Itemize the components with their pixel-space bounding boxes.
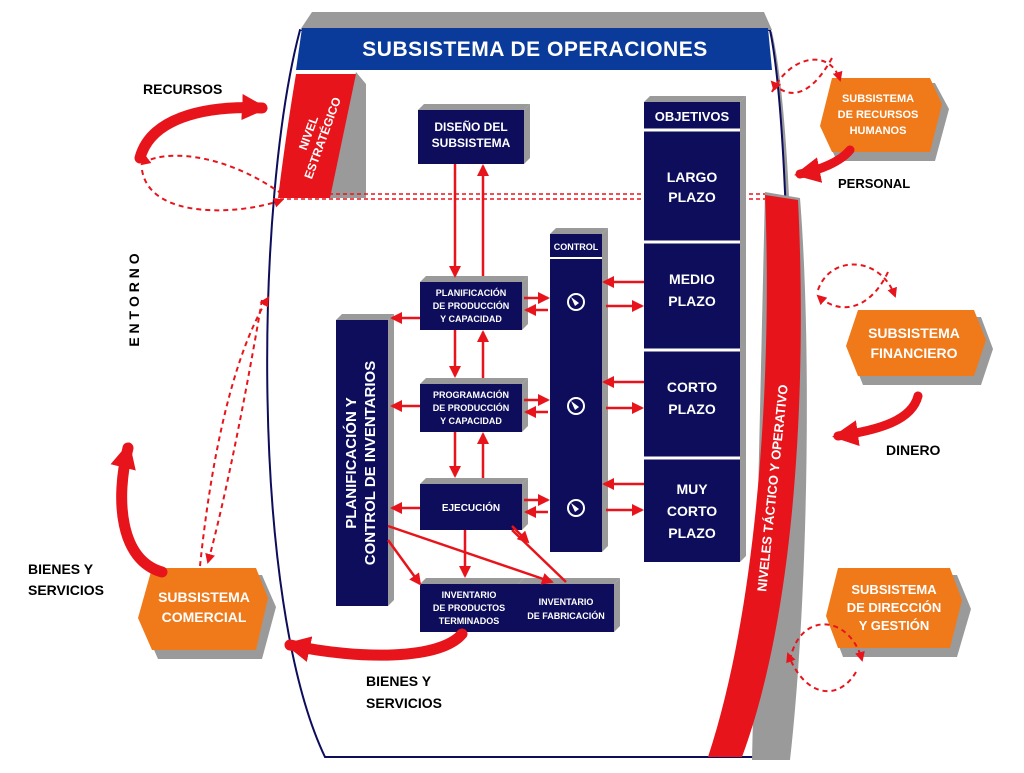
- planificacion-line-2: DE PRODUCCIÓN: [433, 300, 510, 311]
- bienes-left-line-1: BIENES Y: [28, 561, 94, 577]
- box-financiero: SUBSISTEMA FINANCIERO: [846, 310, 993, 385]
- inventory-planning-column: PLANIFICACIÓN Y CONTROL DE INVENTARIOS: [336, 314, 394, 606]
- inventarios-line-1: PLANIFICACIÓN Y: [342, 397, 360, 528]
- rrhh-line-1: SUBSISTEMA: [842, 93, 914, 105]
- dinero-label: DINERO: [886, 442, 941, 458]
- strategic-separator: [280, 193, 765, 200]
- inv-fabricacion-line-2: DE FABRICACIÓN: [527, 610, 605, 621]
- financiero-line-2: FINANCIERO: [870, 345, 957, 361]
- gauge-icon: [567, 499, 585, 517]
- programacion-line-2: DE PRODUCCIÓN: [433, 402, 510, 413]
- comercial-line-2: COMERCIAL: [162, 609, 247, 625]
- control-label: CONTROL: [554, 242, 599, 252]
- bienes-bottom-line-2: SERVICIOS: [366, 695, 442, 711]
- block-diseno: DISEÑO DEL SUBSISTEMA: [418, 104, 530, 164]
- control-column: CONTROL: [550, 228, 608, 552]
- strategic-level-band: NIVEL ESTRATÉGICO: [278, 72, 366, 198]
- financiero-line-1: SUBSISTEMA: [868, 325, 960, 341]
- page-title: SUBSISTEMA DE OPERACIONES: [362, 38, 707, 61]
- largo-line-1: LARGO: [667, 169, 718, 185]
- ejecucion-label: EJECUCIÓN: [442, 501, 500, 514]
- dashed-exchange-arrows: [140, 57, 897, 693]
- inventarios-line-2: CONTROL DE INVENTARIOS: [362, 361, 379, 565]
- diseno-line-1: DISEÑO DEL: [434, 119, 507, 134]
- gauge-icon: [567, 397, 585, 415]
- muy-corto-line-1: MUY: [676, 481, 708, 497]
- box-recursos-humanos: SUBSISTEMA DE RECURSOS HUMANOS: [820, 78, 949, 161]
- inv-terminados-line-1: INVENTARIO: [442, 590, 497, 600]
- gauge-icon: [567, 293, 585, 311]
- personal-label: PERSONAL: [838, 176, 910, 191]
- block-inventario-fabricacion: INVENTARIO DE FABRICACIÓN: [518, 578, 620, 632]
- planificacion-line-1: PLANIFICACIÓN: [436, 287, 507, 298]
- bienes-left-line-2: SERVICIOS: [28, 582, 104, 598]
- block-programacion: PROGRAMACIÓN DE PRODUCCIÓN Y CAPACIDAD: [420, 378, 528, 432]
- corto-line-1: CORTO: [667, 379, 717, 395]
- block-planificacion: PLANIFICACIÓN DE PRODUCCIÓN Y CAPACIDAD: [420, 276, 528, 330]
- inv-fabricacion-line-1: INVENTARIO: [539, 597, 594, 607]
- inv-terminados-line-2: DE PRODUCTOS: [433, 603, 505, 613]
- internal-flow-arrows: [386, 164, 644, 586]
- title-band: SUBSISTEMA DE OPERACIONES: [296, 28, 772, 70]
- box-comercial: SUBSISTEMA COMERCIAL: [138, 568, 276, 659]
- direccion-line-3: Y GESTIÓN: [859, 618, 930, 633]
- largo-line-2: PLAZO: [668, 189, 716, 205]
- medio-line-2: PLAZO: [668, 293, 716, 309]
- external-flow-arrows: [110, 94, 923, 662]
- muy-corto-line-2: CORTO: [667, 503, 717, 519]
- medio-line-1: MEDIO: [669, 271, 715, 287]
- muy-corto-line-3: PLAZO: [668, 525, 716, 541]
- recursos-label: RECURSOS: [143, 81, 222, 97]
- comercial-line-1: SUBSISTEMA: [158, 589, 250, 605]
- direccion-line-2: DE DIRECCIÓN: [847, 600, 942, 615]
- bienes-bottom-line-1: BIENES Y: [366, 673, 432, 689]
- corto-line-2: PLAZO: [668, 401, 716, 417]
- rrhh-line-3: HUMANOS: [850, 125, 907, 137]
- block-ejecucion: EJECUCIÓN: [420, 478, 528, 530]
- block-inventario-terminados: INVENTARIO DE PRODUCTOS TERMINADOS: [420, 578, 524, 632]
- entorno-label: E N T O R N O: [126, 253, 142, 346]
- inv-terminados-line-3: TERMINADOS: [439, 616, 500, 626]
- objectives-column: OBJETIVOS LARGO PLAZO MEDIO PLAZO CORTO …: [644, 96, 746, 562]
- programacion-line-3: Y CAPACIDAD: [440, 416, 502, 426]
- diseno-line-2: SUBSISTEMA: [432, 136, 511, 150]
- direccion-line-1: SUBSISTEMA: [851, 582, 937, 597]
- objectives-header: OBJETIVOS: [655, 109, 730, 124]
- box-direccion-gestion: SUBSISTEMA DE DIRECCIÓN Y GESTIÓN: [826, 568, 971, 657]
- planificacion-line-3: Y CAPACIDAD: [440, 314, 502, 324]
- tactical-level-band: NIVELES TÁCTICO Y OPERATIVO: [708, 192, 807, 760]
- programacion-line-1: PROGRAMACIÓN: [433, 389, 509, 400]
- rrhh-line-2: DE RECURSOS: [838, 109, 919, 121]
